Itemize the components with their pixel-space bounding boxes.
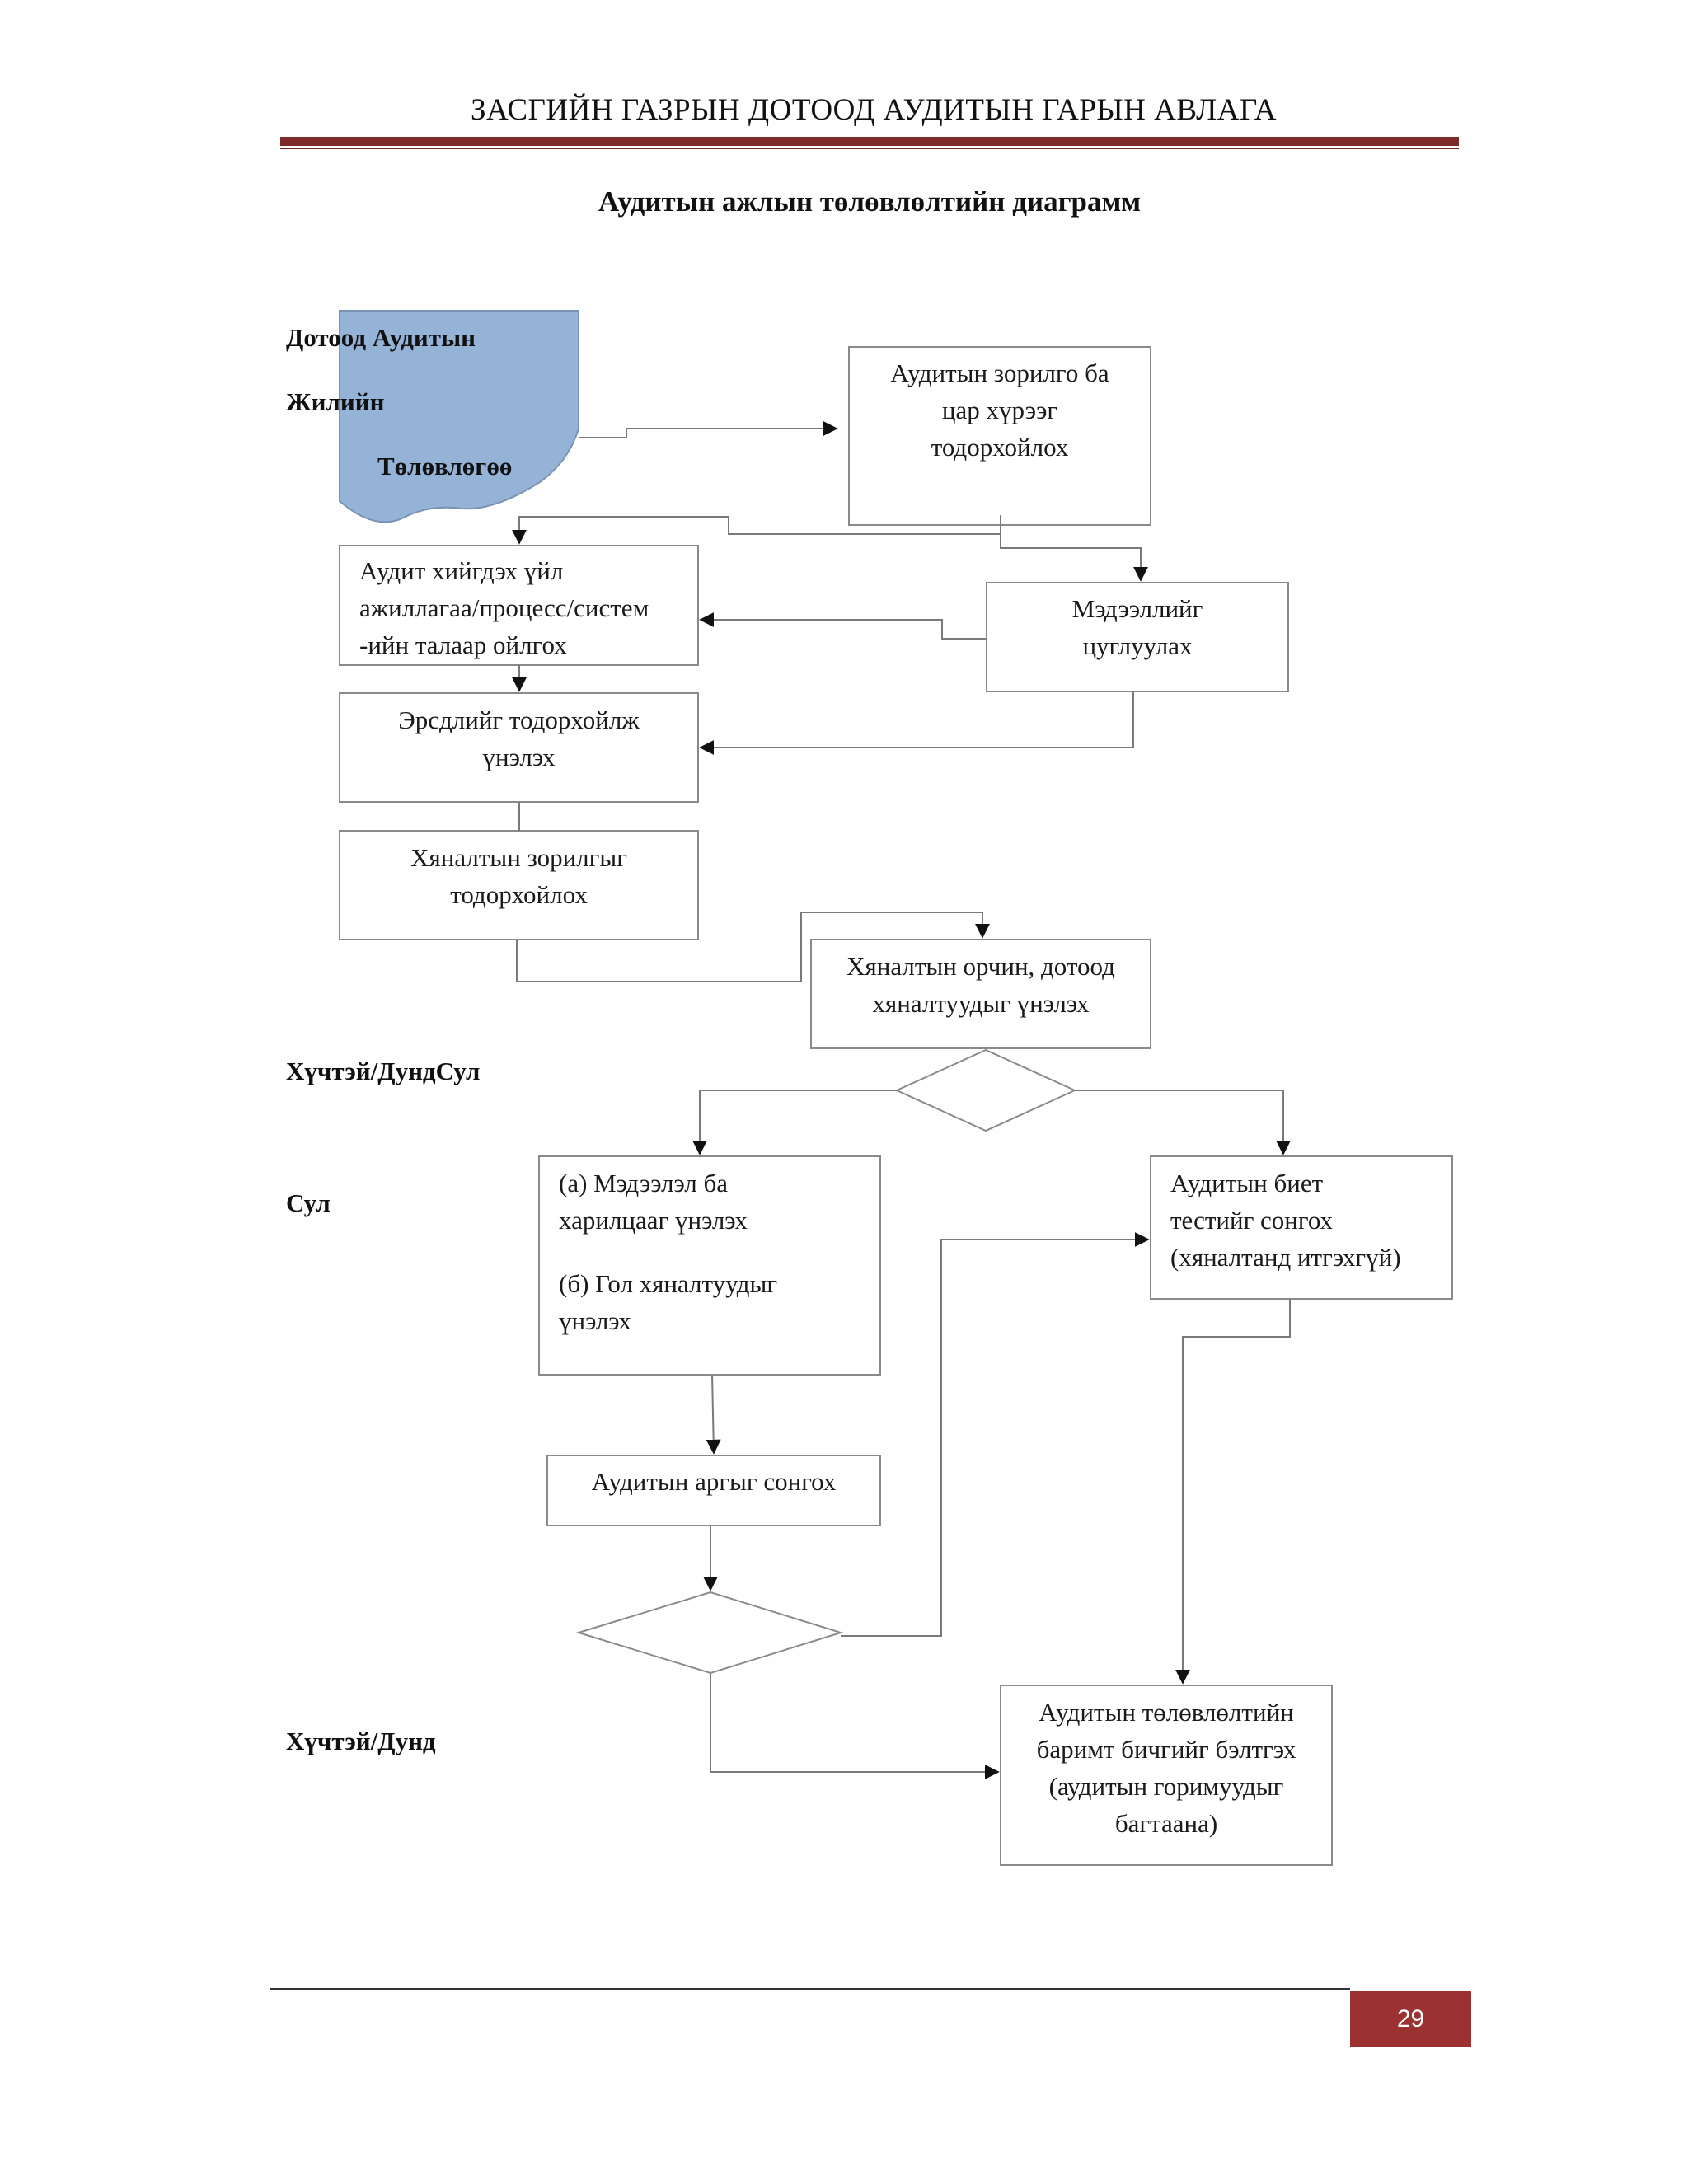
connector-collect-to-understand <box>699 612 987 640</box>
box-assess <box>538 1155 881 1376</box>
node-assess-key-text: (б) Гол хяналтуудыг үнэлэх <box>559 1269 778 1335</box>
node-understand-text: Аудит хийгдэх үйл ажиллагаа/процесс/сист… <box>359 556 649 659</box>
box-risk <box>339 692 699 803</box>
header-title: ЗАСГИЙН ГАЗРЫН ДОТООД АУДИТЫН ГАРЫН АВЛА… <box>470 93 1278 127</box>
node-control-objectives-text: Хяналтын зорилгыг тодорхойлох <box>410 843 627 909</box>
node-planning-doc-text: Аудитын төлөвлөлтийн баримт бичгийг бэлт… <box>1036 1698 1296 1838</box>
decision-diamond-1 <box>894 1048 1077 1132</box>
connector-substantive-to-planning-doc <box>1175 1299 1291 1685</box>
node-risk-text: Эрсдлийг тодорхойлж үнэлэх <box>398 705 640 771</box>
doc-line-2: Жилийн <box>286 387 385 416</box>
connector-diamond1-to-assess <box>692 1090 897 1155</box>
diagram-title: Аудитын ажлын төлөвлөлтийн диаграмм <box>598 185 1142 218</box>
doc-line-1: Дотоод Аудитын <box>286 323 476 352</box>
connector-scope-to-collect <box>1000 515 1148 582</box>
connector-diamond2-to-substantive <box>841 1232 1150 1637</box>
header-rule-thin <box>280 148 1459 149</box>
node-control-env-text: Хяналтын орчин, дотоод хяналтуудыг үнэлэ… <box>846 952 1115 1018</box>
annual-plan-document-shape <box>339 310 579 523</box>
node-collect-text: Мэдээллийг цуглуулах <box>1071 594 1203 660</box>
doc-line-3: Төлөвлөгөө <box>377 452 513 480</box>
page-number-badge: 29 <box>1350 1991 1471 2047</box>
box-planning-doc <box>1000 1685 1333 1866</box>
box-understand <box>339 545 699 666</box>
node-method-text: Аудитын аргыг сонгох <box>591 1467 837 1496</box>
node-assess-info-text: (а) Мэдээлэл ба харилцааг үнэлэх <box>559 1169 748 1235</box>
decision-diamond-2 <box>575 1591 844 1675</box>
node-scope-text: Аудитын зорилго ба цар хүрээг тодорхойло… <box>890 359 1109 462</box>
connector-assess-to-method <box>706 1374 721 1455</box>
box-method <box>546 1455 881 1526</box>
label-weak: Сул <box>286 1188 331 1217</box>
label-strong-medium-weak: Хүчтэй/ДундСул <box>286 1057 481 1085</box>
header-rule <box>280 137 1459 146</box>
box-substantive <box>1150 1155 1453 1300</box>
connector-diamond2-to-planning-doc <box>710 1673 1000 1779</box>
connector-diamond1-to-substantive <box>1075 1090 1291 1155</box>
connector-collect-to-risk <box>699 691 1134 755</box>
box-control-env <box>810 939 1151 1049</box>
node-substantive-text: Аудитын биет тестийг сонгох (хяналтанд и… <box>1170 1169 1401 1272</box>
connector-plan-to-scope <box>579 421 838 438</box>
footer-rule <box>270 1988 1350 1990</box>
connector-objectives-to-env <box>516 912 990 982</box>
label-strong-medium: Хүчтэй/Дунд <box>286 1727 436 1755</box>
box-collect <box>986 582 1289 692</box>
